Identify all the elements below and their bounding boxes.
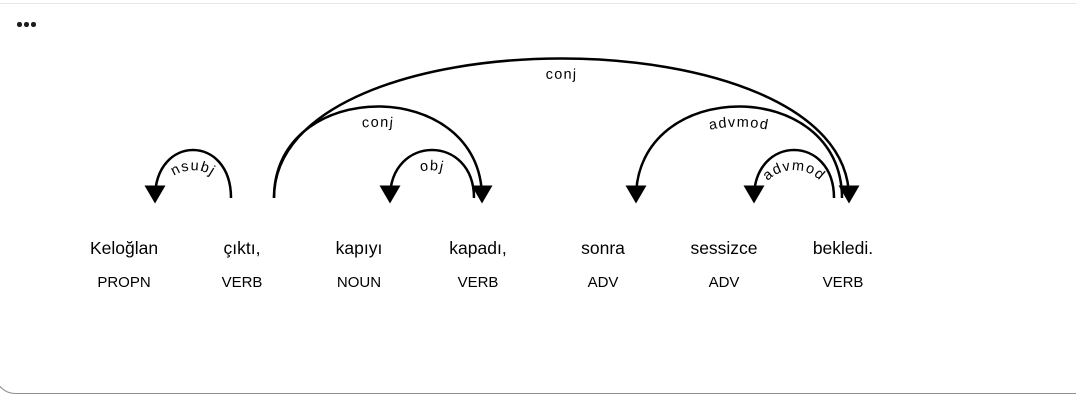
dependency-label: nsubj <box>168 158 218 179</box>
token-word: çıktı, <box>224 238 261 258</box>
token-tag: VERB <box>823 274 864 291</box>
dependency-arc <box>634 105 844 199</box>
dependency-label: advmod <box>760 158 829 184</box>
ellipsis-dot <box>31 22 36 27</box>
dependency-label: conj <box>361 115 394 132</box>
ellipsis-dot <box>17 22 22 27</box>
ellipsis-icon <box>17 22 36 27</box>
token-word: sessizce <box>690 238 757 258</box>
arrowhead-icon <box>471 185 493 204</box>
arrowhead-icon <box>144 185 166 204</box>
output-card <box>0 3 1076 394</box>
dependency-arc <box>752 148 836 199</box>
token-tag: ADV <box>709 274 740 291</box>
dependency-label: obj <box>419 158 446 175</box>
dependency-arc <box>388 148 476 199</box>
token-tag: VERB <box>458 274 499 291</box>
token-word: Keloğlan <box>90 238 158 258</box>
arrowhead-icon <box>625 185 647 204</box>
arrowhead-icon <box>379 185 401 204</box>
more-options-button[interactable] <box>15 20 38 29</box>
token-word: bekledi. <box>813 238 873 258</box>
token-tag: NOUN <box>337 274 381 291</box>
token-word: kapadı, <box>449 238 506 258</box>
token-tag: ADV <box>588 274 619 291</box>
token-word: sonra <box>581 238 625 258</box>
arrowhead-icon <box>743 185 765 204</box>
token-tag: VERB <box>222 274 263 291</box>
token-tag: PROPN <box>97 274 150 291</box>
dependency-arc <box>153 148 233 199</box>
dependency-arc <box>272 57 851 199</box>
ellipsis-dot <box>24 22 29 27</box>
arrowhead-icon <box>838 185 860 204</box>
dependency-label: advmod <box>708 115 771 134</box>
token-word: kapıyı <box>336 238 383 258</box>
dependency-label: conj <box>546 67 578 83</box>
